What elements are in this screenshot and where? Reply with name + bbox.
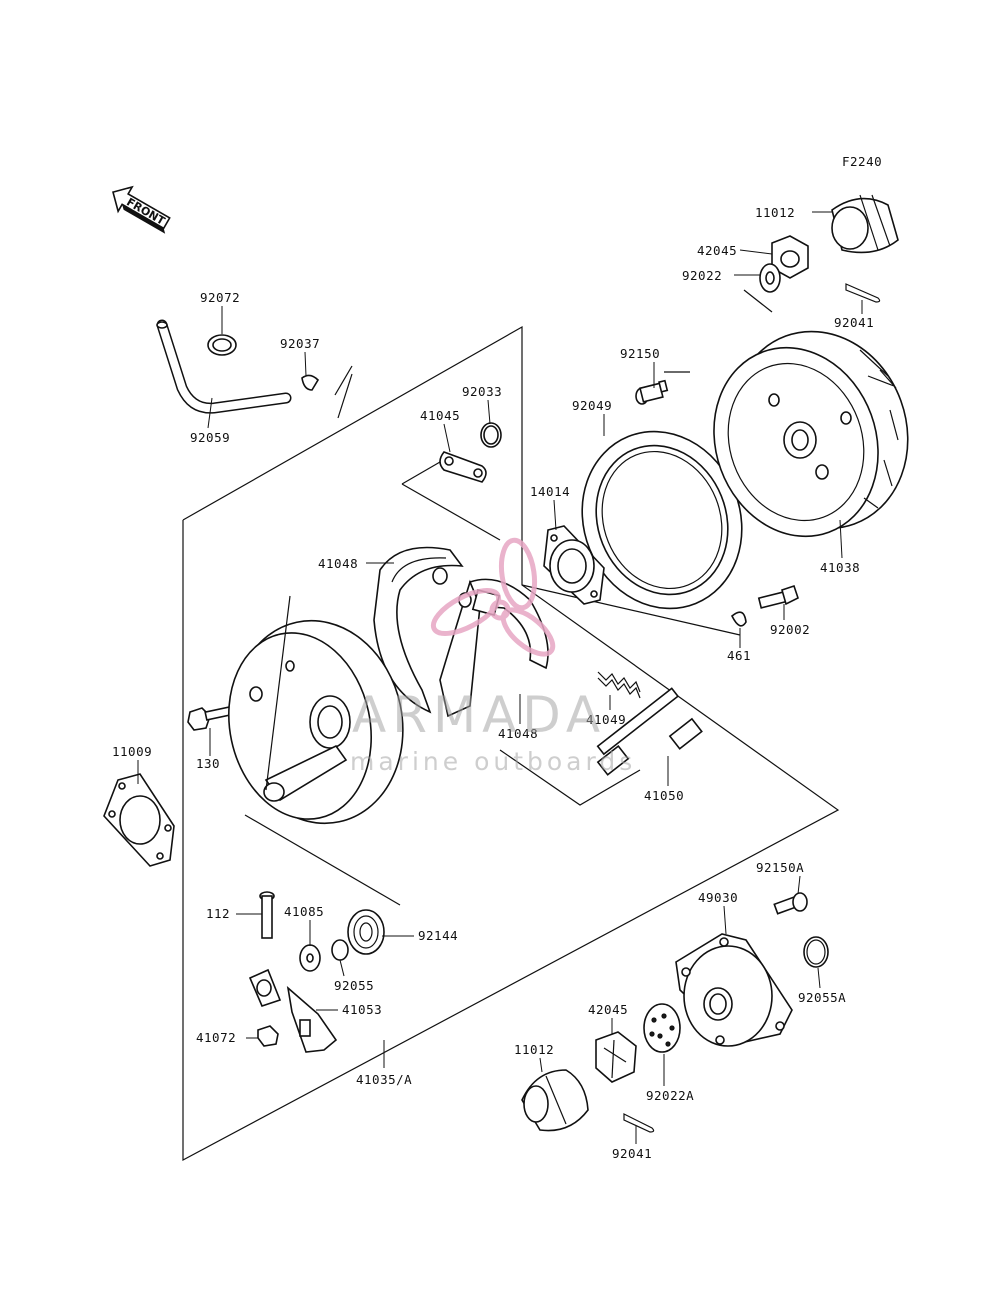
part-link-plate bbox=[439, 451, 487, 483]
label-11012-bottom: 11012 bbox=[514, 1042, 554, 1057]
part-cap-top bbox=[831, 194, 899, 254]
label-92033: 92033 bbox=[462, 384, 502, 399]
part-o-ring-92055A bbox=[803, 936, 829, 968]
label-92049: 92049 bbox=[572, 398, 612, 413]
label-11012-top: 11012 bbox=[755, 205, 795, 220]
part-cap-bottom bbox=[521, 1069, 589, 1132]
part-washer-top bbox=[743, 263, 781, 313]
figure-code: F2240 bbox=[842, 154, 882, 169]
part-bolt-92150 bbox=[635, 379, 669, 405]
assembly-frame bbox=[182, 325, 840, 1162]
label-41048-mid: 41048 bbox=[498, 726, 538, 741]
watermark-tagline: marine outboards bbox=[350, 747, 636, 776]
label-14014: 14014 bbox=[530, 484, 570, 499]
part-brake-lever bbox=[248, 968, 338, 1053]
label-92072: 92072 bbox=[200, 290, 240, 305]
label-92055: 92055 bbox=[334, 978, 374, 993]
part-hub-49030 bbox=[675, 933, 793, 1047]
part-o-ring-92055 bbox=[331, 939, 349, 961]
part-cotter-pin-bottom bbox=[623, 1113, 655, 1133]
label-41072: 41072 bbox=[196, 1030, 236, 1045]
part-circlip-461 bbox=[731, 611, 747, 627]
label-11009: 11009 bbox=[112, 744, 152, 759]
part-bolt-92002 bbox=[757, 584, 799, 609]
label-41048-top: 41048 bbox=[318, 556, 358, 571]
part-seal-92049 bbox=[581, 430, 743, 610]
part-washer-92022A bbox=[643, 1003, 681, 1053]
part-brake-drum bbox=[713, 330, 909, 538]
front-arrow-icon: FRONT bbox=[112, 185, 171, 234]
label-92022-top: 92022 bbox=[682, 268, 722, 283]
watermark-brand: ARMADA bbox=[352, 686, 606, 744]
label-92037: 92037 bbox=[280, 336, 320, 351]
part-cotter-pin-top bbox=[845, 283, 881, 303]
label-41045: 41045 bbox=[420, 408, 460, 423]
part-castle-nut-bottom bbox=[595, 1031, 637, 1083]
label-41035A: 41035/A bbox=[356, 1072, 412, 1087]
leader-lines bbox=[137, 211, 863, 1144]
propeller-logo-icon bbox=[430, 537, 556, 657]
label-41050: 41050 bbox=[644, 788, 684, 803]
watermark-logo: ARMADA marine outboards bbox=[350, 537, 636, 776]
part-spring-92144 bbox=[347, 909, 385, 955]
part-cam-shaft bbox=[596, 687, 703, 776]
label-112: 112 bbox=[206, 906, 230, 921]
label-92150: 92150 bbox=[620, 346, 660, 361]
label-41085: 41085 bbox=[284, 904, 324, 919]
part-brake-panel bbox=[227, 595, 404, 825]
label-92055A: 92055A bbox=[798, 990, 846, 1005]
label-41038: 41038 bbox=[820, 560, 860, 575]
label-49030: 49030 bbox=[698, 890, 738, 905]
label-92022A: 92022A bbox=[646, 1088, 694, 1103]
label-42045-bottom: 42045 bbox=[588, 1002, 628, 1017]
part-bearing-flange bbox=[543, 525, 605, 605]
label-461: 461 bbox=[727, 648, 751, 663]
part-brake-shoe-upper bbox=[373, 546, 464, 714]
label-92150A: 92150A bbox=[756, 860, 804, 875]
part-spring-41049 bbox=[597, 671, 641, 699]
part-labels: F2240 11012 42045 92022 92041 92072 9203… bbox=[112, 154, 882, 1161]
part-hose-clamp bbox=[207, 334, 237, 356]
part-washer-41085 bbox=[299, 944, 321, 972]
label-92002: 92002 bbox=[770, 622, 810, 637]
part-gasket-11009 bbox=[103, 773, 175, 867]
part-o-ring-92033 bbox=[480, 422, 502, 448]
part-bolt-112 bbox=[259, 891, 275, 939]
label-130: 130 bbox=[196, 756, 220, 771]
part-breather-tube bbox=[156, 319, 292, 414]
label-41053: 41053 bbox=[342, 1002, 382, 1017]
label-92059: 92059 bbox=[190, 430, 230, 445]
label-92144: 92144 bbox=[418, 928, 458, 943]
part-nut-41072 bbox=[257, 1025, 279, 1047]
label-42045-top: 42045 bbox=[697, 243, 737, 258]
label-92041-top: 92041 bbox=[834, 315, 874, 330]
part-clip bbox=[301, 365, 353, 419]
part-bolt-92150A bbox=[773, 892, 808, 915]
label-92041-bottom: 92041 bbox=[612, 1146, 652, 1161]
label-41049: 41049 bbox=[586, 712, 626, 727]
